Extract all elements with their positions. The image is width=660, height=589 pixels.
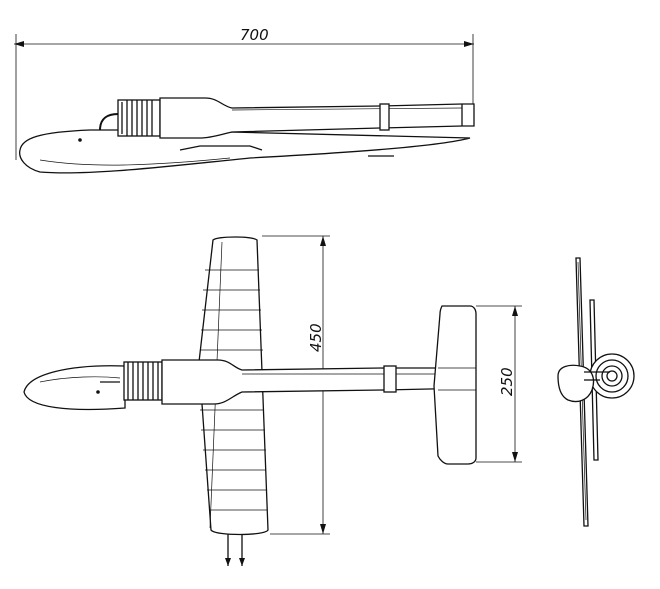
control-lines <box>225 534 245 566</box>
side-fuel-line <box>99 113 119 131</box>
side-pod <box>19 129 471 174</box>
front-engine <box>557 364 595 403</box>
side-engine <box>117 99 161 137</box>
top-view: 450 <box>23 235 522 566</box>
tail-span-label: 250 <box>498 367 516 396</box>
top-engine <box>123 361 163 401</box>
wingspan-label: 450 <box>307 323 325 352</box>
tail-plane <box>433 305 477 465</box>
side-view: 700 <box>14 26 475 174</box>
front-view <box>557 257 635 527</box>
top-fuselage <box>161 359 475 405</box>
tail-span-dimension: 250 <box>476 305 522 463</box>
length-dimension: 700 <box>14 26 474 160</box>
side-fuselage <box>159 97 475 139</box>
length-label: 700 <box>240 26 269 44</box>
top-pod <box>23 365 126 411</box>
